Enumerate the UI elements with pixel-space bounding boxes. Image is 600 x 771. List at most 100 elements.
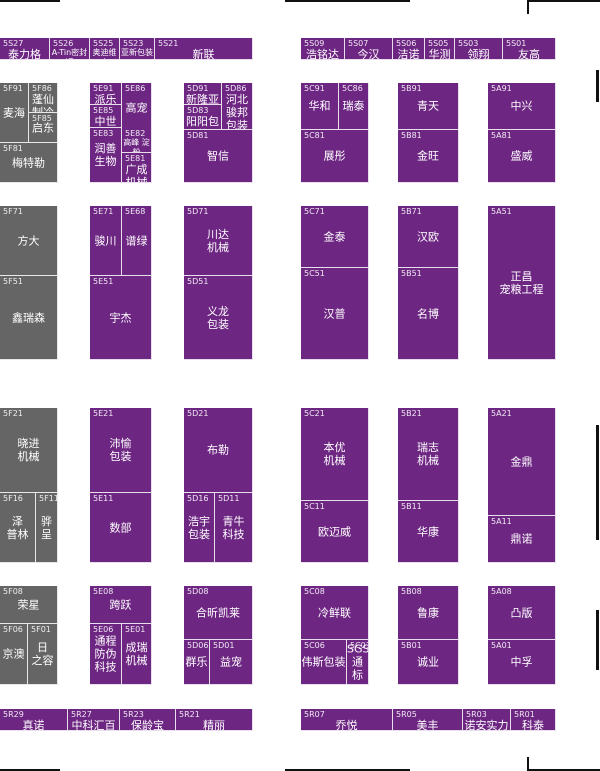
exhibitor-name: 今汉 [357,48,380,60]
booth-code: 5A01 [491,641,512,650]
booth-code: 5A11 [491,517,512,526]
exhibitor-name: 益宠 [220,655,242,669]
booth-5e91[interactable]: 5E91派乐加 [90,83,122,105]
exhibitor-name: 新联 [192,48,215,60]
booth-code: 5E83 [93,129,114,138]
booth-code: 5B01 [401,641,422,650]
exhibitor-name: 骏川 [94,234,117,247]
exhibitor-name: 泽 普林 [6,514,29,541]
booth-code: 5D83 [187,106,209,115]
booth-5s06[interactable]: 5S06洁诺德 [393,38,425,60]
booth-code: 5A81 [491,131,512,140]
booth-code: 5E82 [125,129,146,138]
exhibitor-name: 方大 [17,234,40,247]
booth-code: 5R03 [466,710,487,719]
booth-5s25[interactable]: 5S25奥迪维克 [90,38,120,60]
booth-code: 5E51 [93,277,114,286]
exhibitor-name: 通程 防伪 科技 [94,634,117,674]
exhibitor-name: 汉普 [323,307,346,320]
booth-5d83[interactable]: 5D83阳阳包装 [184,105,222,130]
hall-wall [285,769,410,771]
booth-5e85[interactable]: 5E85中世达 [90,105,122,128]
